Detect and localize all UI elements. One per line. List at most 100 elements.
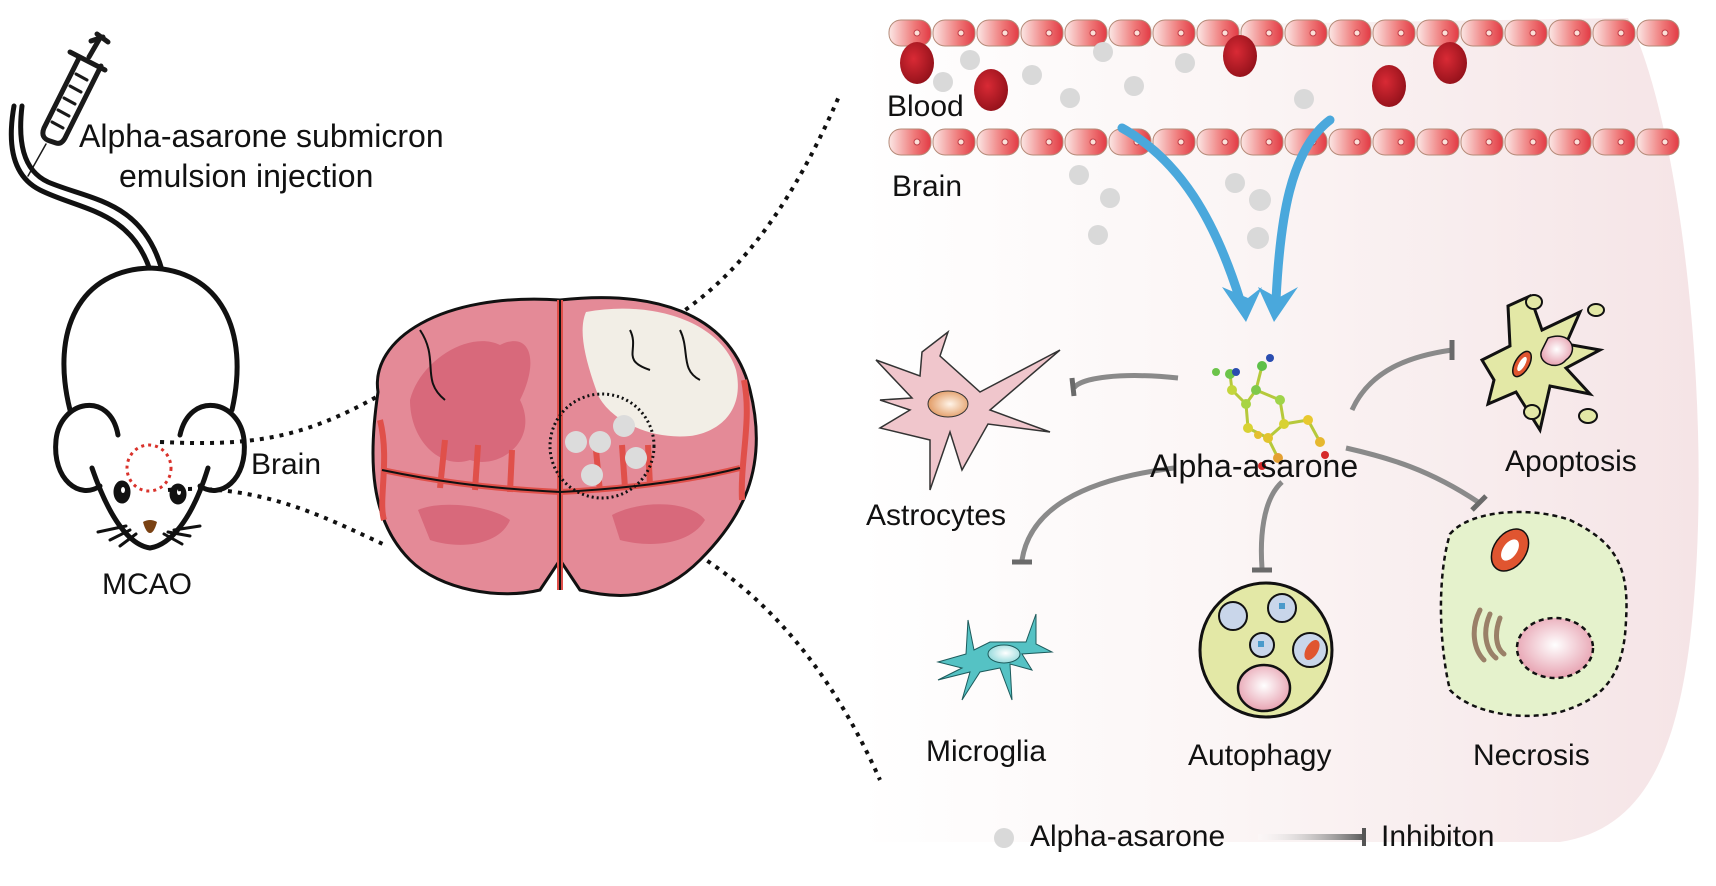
transport-arrows <box>1117 115 1335 305</box>
endothelial-cell <box>976 19 1020 47</box>
endothelial-nucleus <box>1617 29 1625 37</box>
microglia-cell-icon <box>936 613 1054 701</box>
endothelial-nucleus <box>1221 29 1229 37</box>
endothelial-nucleus <box>1441 138 1449 146</box>
endothelial-cell <box>1504 19 1548 47</box>
model-label: MCAO <box>102 568 192 601</box>
endothelial-cell <box>1416 128 1460 156</box>
endothelial-nucleus <box>957 29 965 37</box>
endothelial-nucleus <box>1529 29 1537 37</box>
necrosis-cell-icon <box>1439 510 1628 718</box>
blood-label: Blood <box>887 90 964 123</box>
endothelial-cell <box>1152 128 1196 156</box>
inhibit-necrosis <box>1345 445 1480 505</box>
endothelial-cell <box>1020 19 1064 47</box>
endothelial-nucleus <box>1309 29 1317 37</box>
endothelial-nucleus <box>913 29 921 37</box>
astrocyte-cell-icon <box>875 329 1061 491</box>
endothelial-nucleus <box>913 138 921 146</box>
endothelial-nucleus <box>1001 138 1009 146</box>
endothelial-nucleus <box>1001 29 1009 37</box>
endothelial-cell <box>1548 128 1592 156</box>
inhibition-arrows <box>1019 347 1480 569</box>
legend-inhibition-bar <box>1362 828 1366 846</box>
endothelial-cell <box>1416 19 1460 47</box>
endothelial-cell <box>1592 19 1636 47</box>
endothelial-cell <box>1020 128 1064 156</box>
endothelial-nucleus <box>1485 138 1493 146</box>
endothelial-cell <box>888 19 932 47</box>
endothelial-nucleus <box>1485 29 1493 37</box>
endothelial-cell <box>932 19 976 47</box>
alpha-asarone-molecule-icon <box>1212 354 1329 470</box>
endothelial-nucleus <box>1573 138 1581 146</box>
legend-drug-label: Alpha-asarone <box>1030 820 1226 853</box>
target-label-autophagy: Autophagy <box>1188 739 1332 772</box>
endothelial-nucleus <box>1177 29 1185 37</box>
endothelial-nucleus <box>1397 138 1405 146</box>
endothelial-nucleus <box>1353 138 1361 146</box>
target-label-microglia: Microglia <box>926 735 1047 768</box>
endothelial-cell <box>888 128 932 156</box>
endothelial-nucleus <box>1045 29 1053 37</box>
inhibit-astrocytes <box>1071 373 1179 390</box>
mouse-brain-label: Brain <box>251 448 322 481</box>
legend-inhibition-line <box>1258 834 1362 840</box>
legend-inhibition-label: Inhibiton <box>1381 820 1495 853</box>
endothelial-nucleus <box>1661 29 1669 37</box>
endothelial-nucleus <box>957 138 965 146</box>
mouse-illustration <box>8 103 247 551</box>
injection-label-line2: emulsion injection <box>119 158 374 194</box>
brain-tissue-label: Brain <box>892 170 963 203</box>
syringe-icon <box>27 31 111 177</box>
autophagy-cell-icon <box>1198 581 1334 719</box>
endothelial-cell <box>1108 19 1152 47</box>
endothelial-nucleus <box>1177 138 1185 146</box>
endothelial-cell <box>1240 19 1284 47</box>
endothelial-nucleus <box>1573 29 1581 37</box>
center-compound-label: Alpha-asarone <box>1150 448 1359 484</box>
endothelial-cell <box>1592 128 1636 156</box>
endothelial-nucleus <box>1441 29 1449 37</box>
endothelial-nucleus <box>1397 29 1405 37</box>
endothelial-cell <box>1284 19 1328 47</box>
endothelial-cell <box>1196 128 1240 156</box>
endothelial-cell <box>1636 19 1680 47</box>
endothelial-cell <box>1372 19 1416 47</box>
endothelial-nucleus <box>1045 138 1053 146</box>
target-label-necrosis: Necrosis <box>1473 739 1590 772</box>
target-label-apoptosis: Apoptosis <box>1505 445 1637 478</box>
endothelial-cell <box>1196 19 1240 47</box>
endothelial-cell <box>1504 128 1548 156</box>
drug-particles <box>933 42 1314 249</box>
inhibit-apoptosis <box>1349 347 1453 412</box>
inhibit-microglia <box>1019 465 1175 561</box>
endothelial-cell <box>1064 19 1108 47</box>
endothelial-nucleus <box>1133 29 1141 37</box>
endothelial-cell <box>1460 128 1504 156</box>
endothelial-cell <box>976 128 1020 156</box>
mouse-nose <box>143 520 157 533</box>
endothelium-top-row <box>888 19 1680 47</box>
mouse-brain-region-marker <box>125 443 173 493</box>
arrow-heads <box>1222 287 1298 322</box>
endothelium-bottom-row <box>888 128 1680 156</box>
endothelial-nucleus <box>1089 29 1097 37</box>
endothelial-cell <box>1636 128 1680 156</box>
legend-drug-dot <box>994 828 1014 848</box>
endothelial-cell <box>1328 128 1372 156</box>
target-label-astrocytes: Astrocytes <box>866 499 1007 532</box>
red-blood-cells <box>900 35 1467 111</box>
endothelial-cell <box>1372 128 1416 156</box>
endothelial-nucleus <box>1617 138 1625 146</box>
drug-particles-in-brain <box>565 415 647 486</box>
endothelial-nucleus <box>1089 138 1097 146</box>
inhibit-autophagy <box>1258 480 1284 569</box>
endothelial-cell <box>1240 128 1284 156</box>
endothelial-nucleus <box>1661 138 1669 146</box>
apoptosis-cell-icon <box>1479 293 1605 434</box>
lesion-focus-circle <box>548 392 656 500</box>
endothelial-cell <box>1460 19 1504 47</box>
endothelial-nucleus <box>1353 29 1361 37</box>
